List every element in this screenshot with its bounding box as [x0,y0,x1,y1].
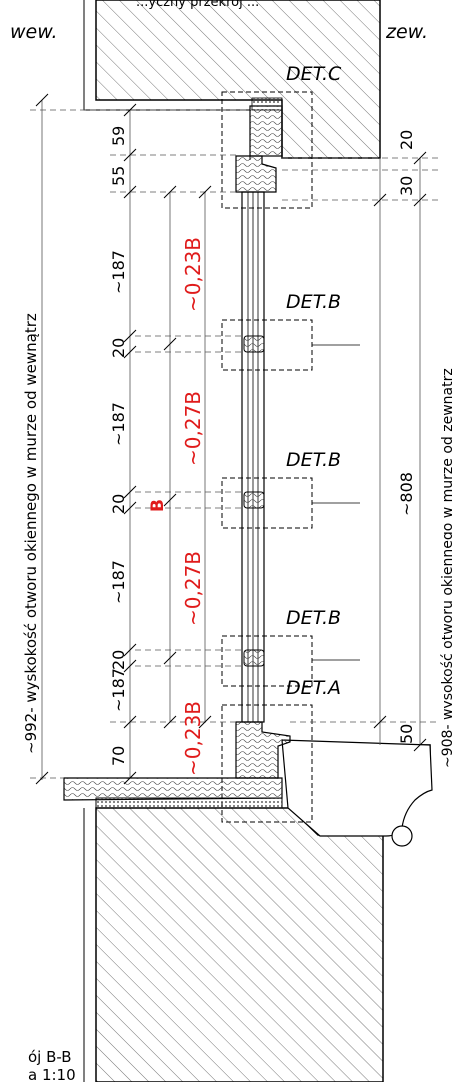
outer-dim-808: ~808 [397,472,416,516]
dim-20-1: 20 [109,338,128,358]
red-dim-2: ~0,27B [181,391,205,466]
det-a-label: DET.A [286,677,341,699]
dim-55: 55 [109,166,128,186]
glazing-bar-1 [243,335,265,353]
red-b-mark: B [148,499,168,512]
dim-187-1: ~187 [109,250,128,294]
outer-dim-30: 30 [397,176,416,196]
red-dim-4: ~0,23B [181,701,205,776]
glazing-bar-3 [243,649,265,667]
frame-sill [235,721,291,779]
frame-head [235,97,283,193]
long-dim-right: ~908- wysokość otworu okiennego w murze … [440,368,452,768]
detail-box-b2 [221,477,313,529]
dim-187-3: ~187 [109,560,128,604]
outside-label: zew. [385,21,428,43]
inner-dim-lines [30,100,250,780]
dim-59: 59 [109,126,128,146]
inner-window-sill [63,777,283,809]
detail-box-b3 [221,635,313,687]
dim-187-4: ~187 [109,668,128,712]
header-top-text: ...yczny przekrój ... [136,0,259,10]
sill-outer [281,739,433,847]
det-b3-label: DET.B [286,607,341,629]
dim-187-2: ~187 [109,402,128,446]
dim-70: 70 [109,746,128,766]
red-dim-3: ~0,27B [181,551,205,626]
red-dim-1: ~0,23B [181,237,205,312]
det-b2-label: DET.B [286,449,341,471]
dim-20-2: 20 [109,494,128,514]
det-c-label: DET.C [286,63,342,85]
dim-20-3: 20 [109,650,128,670]
detail-box-a [221,704,313,823]
glazing [241,191,265,723]
glazing-bar-2 [243,491,265,509]
detail-box-b1 [221,319,313,371]
outer-dim-20: 20 [397,130,416,150]
caption-line-1: ój B-B [28,1048,72,1066]
outer-dim-50: 50 [397,724,416,744]
detail-box-c [221,91,313,209]
outer-dim-lines [282,157,440,745]
inside-label: wew. [10,21,58,43]
det-b1-label: DET.B [286,291,341,313]
long-dim-left: ~992- wyskokość otworu okiennego w murze… [22,313,40,754]
caption-line-2: a 1:10 [28,1066,76,1082]
